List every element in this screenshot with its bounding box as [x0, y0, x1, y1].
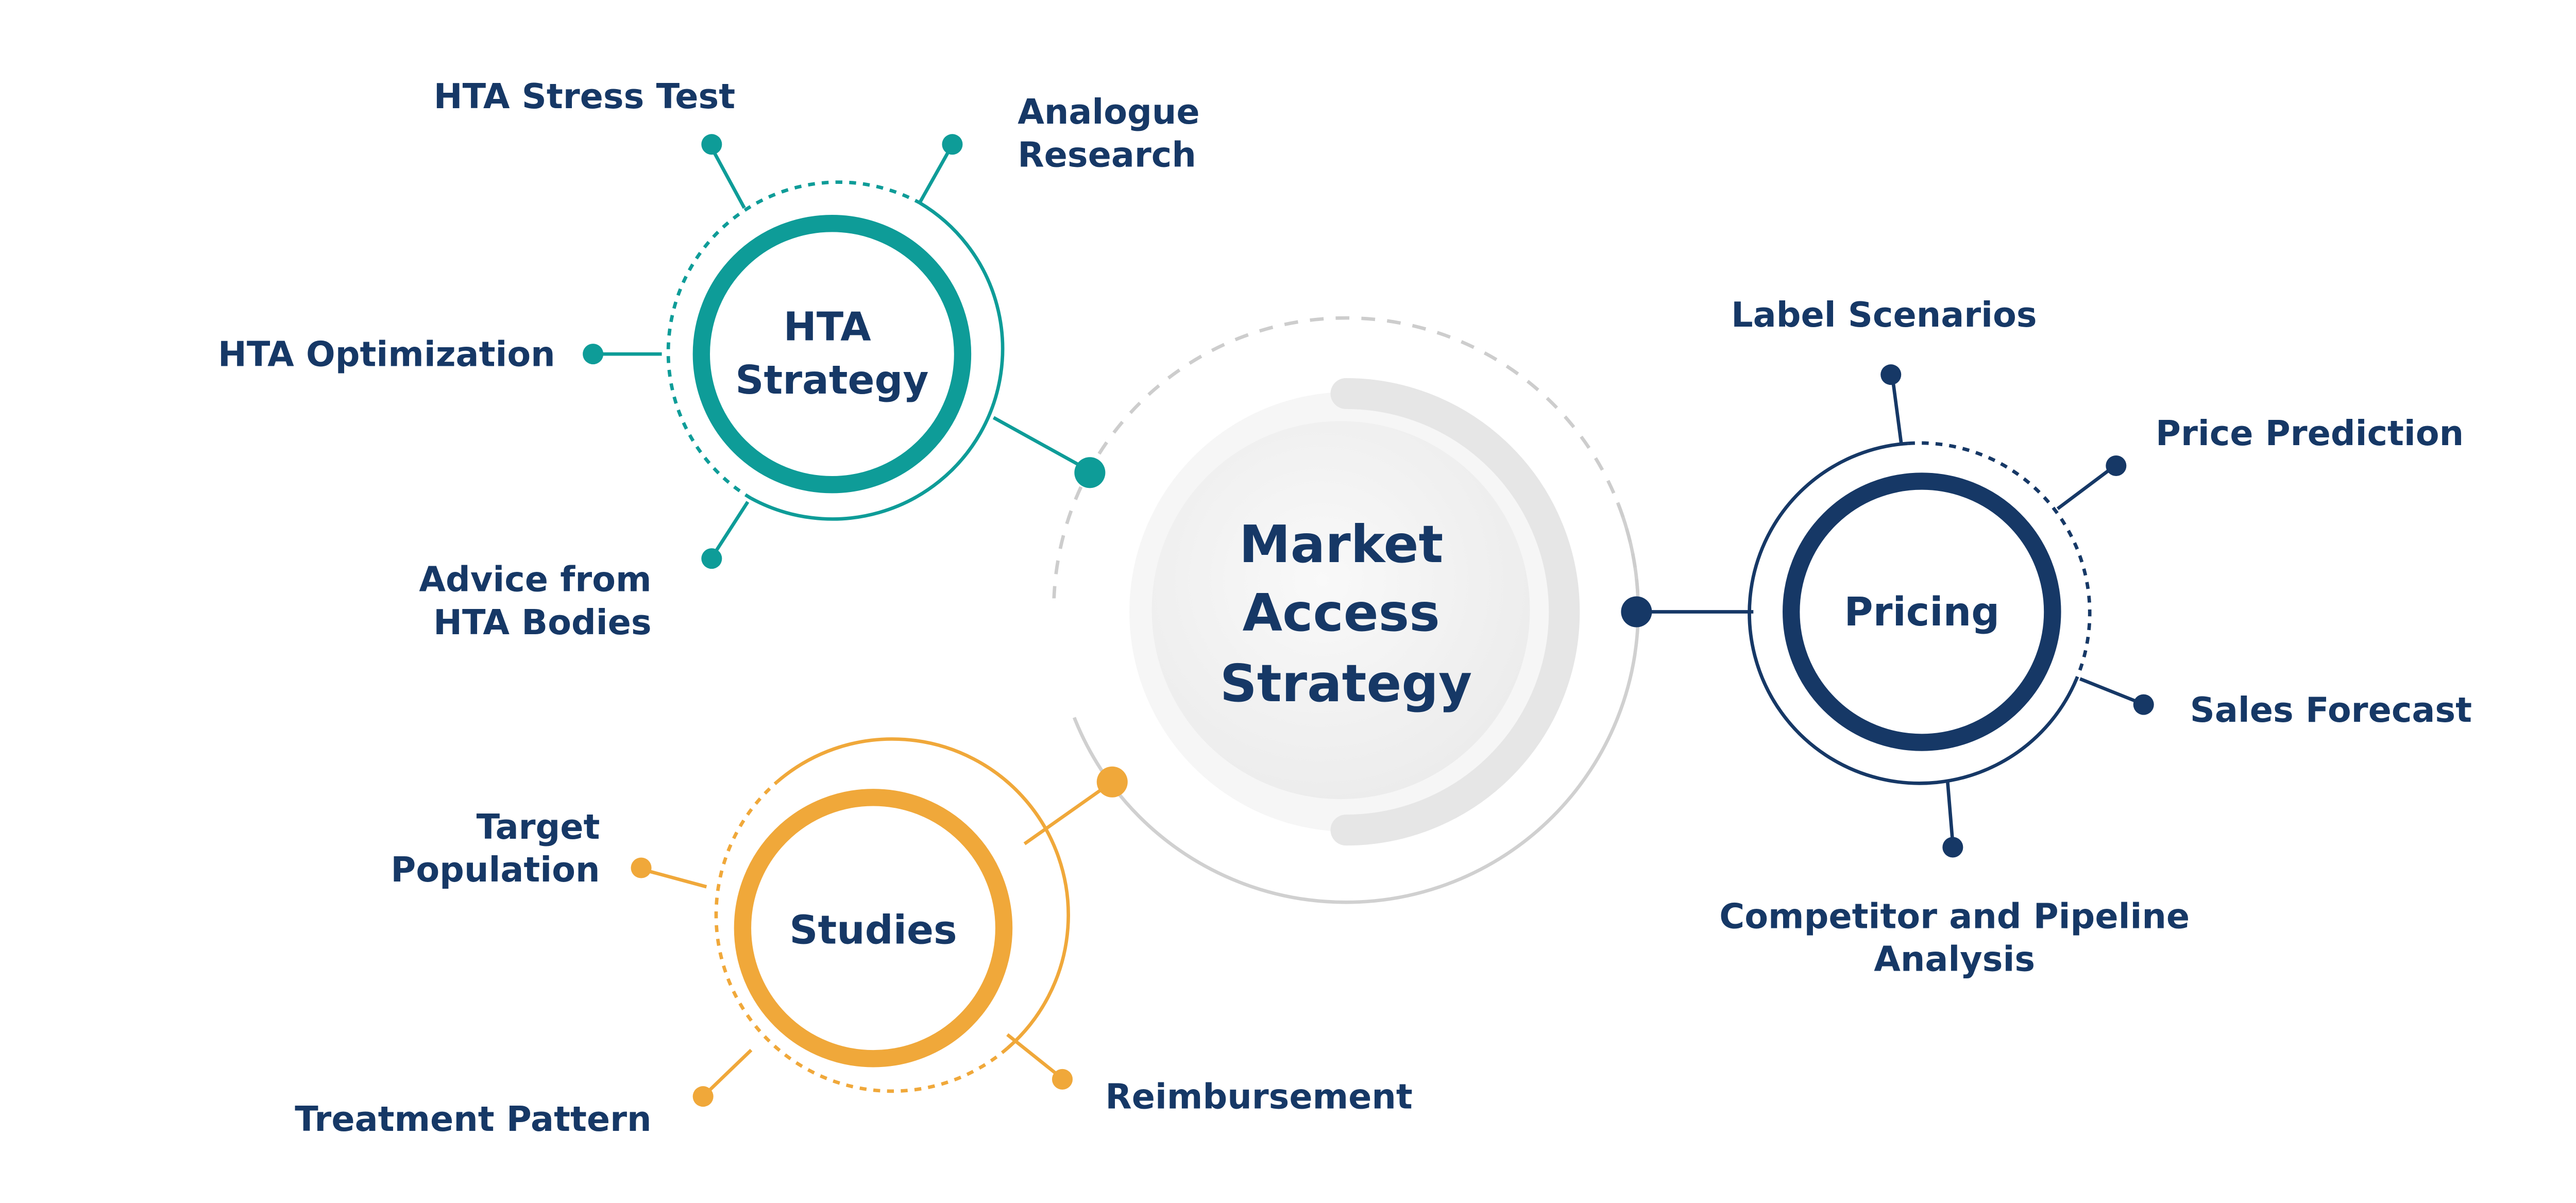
- hta-strategy-node: HTA Strategy HTA Stress Test Analogue Re…: [218, 76, 1200, 642]
- pricing-dot-price-prediction: [2106, 455, 2127, 476]
- hta-spoke-advice: [711, 501, 750, 556]
- hub-node: Market Access Strategy: [1050, 314, 1642, 906]
- hta-hub-connector-dot: [1074, 457, 1106, 488]
- studies-node: Studies Target Population Treatment Patt…: [295, 737, 1413, 1139]
- hub-title-line-3: Strategy: [1220, 653, 1472, 714]
- studies-hub-connector-dot: [1096, 766, 1128, 798]
- label-analogue-line-2: Research: [1018, 135, 1196, 175]
- hta-dot-optimization: [583, 344, 604, 365]
- studies-spoke-reimbursement: [1006, 1033, 1060, 1077]
- hub-title-line-2: Access: [1243, 583, 1440, 643]
- hta-title: HTA Strategy: [735, 304, 928, 403]
- pricing-dot-competitor: [1942, 837, 1963, 858]
- hta-dot-analogue: [942, 134, 963, 155]
- pricing-outer-ring-solid: [1748, 442, 2078, 785]
- hta-spoke-analogue: [918, 147, 953, 204]
- label-reimbursement: Reimbursement: [1105, 1077, 1412, 1117]
- studies-dot-reimbursement: [1052, 1069, 1073, 1090]
- pricing-spoke-competitor: [1946, 782, 1955, 844]
- studies-dot-treatment: [692, 1086, 714, 1107]
- label-competitor-line-2: Analysis: [1874, 939, 2035, 979]
- pricing-title: Pricing: [1844, 589, 1999, 635]
- studies-main-ring: [734, 789, 1013, 1068]
- hub-inner-disc: [1151, 421, 1530, 800]
- label-price-prediction: Price Prediction: [2156, 413, 2464, 453]
- pricing-spoke-label-scenarios: [1891, 378, 1903, 444]
- label-treatment-pattern: Treatment Pattern: [295, 1099, 651, 1139]
- studies-outer-ring-solid: [775, 737, 1070, 1050]
- label-sales-forecast: Sales Forecast: [2190, 690, 2472, 730]
- label-advice-line-2: HTA Bodies: [433, 602, 651, 642]
- hta-spoke-stress-test: [710, 147, 746, 209]
- label-target-line-2: Population: [391, 850, 600, 890]
- hub-title: Market Access Strategy: [1220, 514, 1472, 714]
- pricing-outer-ring-dashed: [1908, 441, 2092, 680]
- hta-dot-advice: [701, 548, 722, 569]
- hta-outer-ring-dashed: [666, 180, 921, 500]
- pricing-dot-sales-forecast: [2133, 694, 2154, 715]
- label-advice-line-1: Advice from: [419, 559, 651, 599]
- hta-title-line-1: HTA: [784, 304, 871, 350]
- label-hta-optimization: HTA Optimization: [218, 334, 555, 375]
- studies-hub-connector: [1023, 781, 1113, 845]
- pricing-main-ring: [1783, 472, 2061, 751]
- pricing-hub-connector-dot: [1621, 596, 1652, 628]
- label-competitor-line-1: Competitor and Pipeline: [1719, 896, 2190, 936]
- hub-title-line-1: Market: [1239, 514, 1443, 574]
- hta-title-line-2: Strategy: [735, 358, 928, 403]
- hta-main-ring: [692, 214, 972, 494]
- label-target-line-1: Target: [477, 807, 600, 847]
- hta-hub-connector: [992, 416, 1091, 472]
- pricing-spoke-sales-forecast: [2079, 677, 2141, 705]
- hta-dot-stress-test: [701, 134, 722, 155]
- pricing-spoke-price-prediction: [2056, 466, 2114, 511]
- studies-spoke-treatment: [703, 1048, 753, 1096]
- label-hta-stress-test: HTA Stress Test: [434, 76, 735, 116]
- studies-outer-ring-dashed: [714, 781, 1009, 1093]
- hub-gray-arc: [1330, 378, 1580, 846]
- studies-spoke-target: [642, 868, 707, 889]
- pricing-dot-label-scenarios: [1880, 364, 1902, 385]
- hta-outer-ring-solid: [750, 201, 1005, 521]
- label-label-scenarios: Label Scenarios: [1731, 295, 2037, 335]
- pricing-node: Pricing Label Scenarios Price Prediction…: [1621, 295, 2472, 979]
- label-analogue-line-1: Analogue: [1018, 92, 1199, 132]
- studies-dot-target: [631, 857, 652, 878]
- studies-title: Studies: [789, 907, 957, 953]
